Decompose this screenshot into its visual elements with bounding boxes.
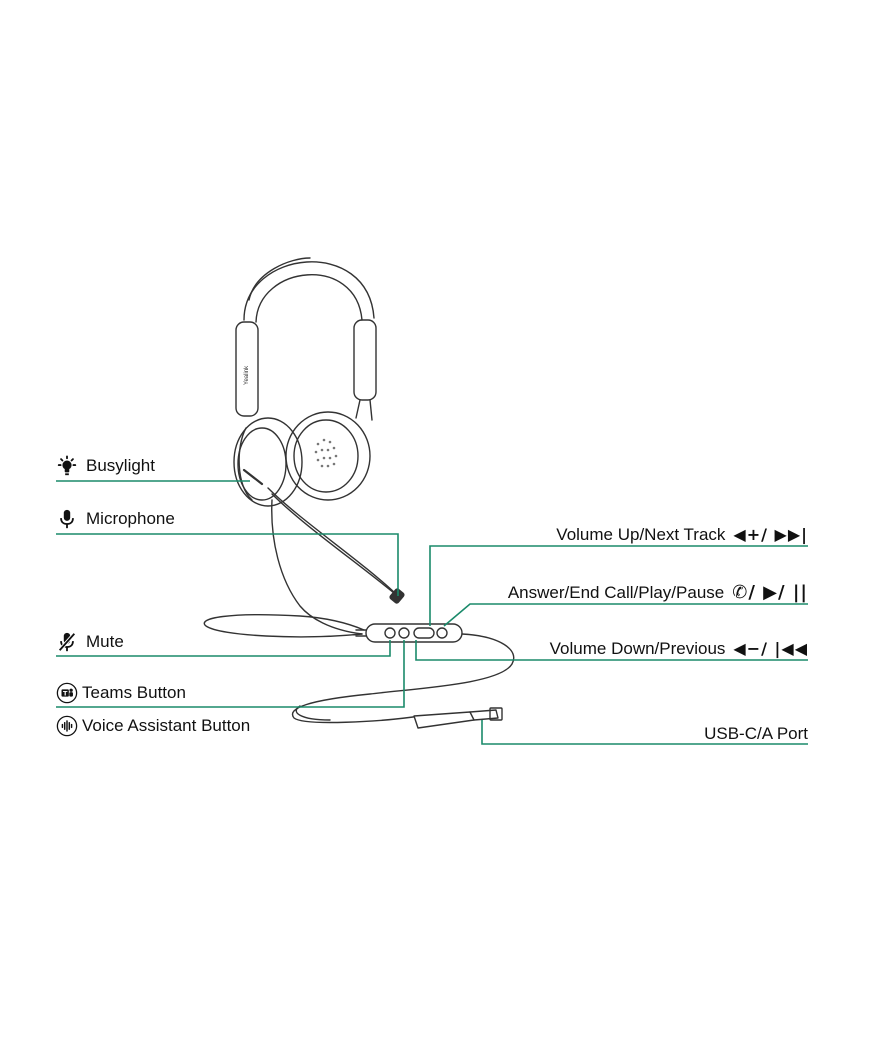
label-voice-text: Voice Assistant Button [82, 716, 251, 735]
speaker-mesh [314, 438, 338, 468]
label-microphone-text: Microphone [86, 509, 175, 528]
lightbulb-icon [56, 455, 78, 477]
headset-illustration [203, 257, 515, 729]
label-microphone: Microphone [56, 508, 175, 530]
label-voice: Voice Assistant Button [56, 715, 250, 737]
label-usb-text: USB-C/A Port [704, 724, 808, 743]
brand-text: Yealink [244, 365, 250, 385]
volume-down-previous-icon: ◀−/ |◀◀ [733, 639, 808, 658]
label-answer: Answer/End Call/Play/Pause ✆/ ▶/ || [508, 583, 808, 603]
label-usb: USB-C/A Port [704, 724, 808, 744]
label-volume-up: Volume Up/Next Track ◀+/ ▶▶| [556, 525, 808, 545]
label-busylight: Busylight [56, 455, 155, 477]
leader-answer [443, 603, 808, 627]
voice-wave-icon [56, 715, 78, 737]
label-mute-text: Mute [86, 632, 124, 651]
leader-usb [481, 720, 808, 745]
label-volume-down: Volume Down/Previous ◀−/ |◀◀ [550, 639, 808, 659]
leader-microphone [56, 533, 399, 596]
microphone-icon [56, 508, 78, 530]
leader-teams [56, 640, 405, 708]
leader-volume-up [429, 545, 808, 626]
volume-up-next-icon: ◀+/ ▶▶| [733, 525, 808, 544]
leader-lines [56, 480, 808, 745]
leader-volume-down [415, 640, 808, 661]
answer-play-pause-icon: ✆/ ▶/ || [732, 582, 808, 603]
label-mute: Mute [56, 631, 124, 653]
microphone-muted-icon [56, 631, 78, 653]
leader-mute [56, 640, 391, 657]
label-volume-up-text: Volume Up/Next Track [556, 525, 726, 544]
label-busylight-text: Busylight [86, 456, 155, 475]
label-answer-text: Answer/End Call/Play/Pause [507, 583, 725, 602]
svg-text:T: T [63, 689, 68, 697]
teams-logo-icon: T [56, 682, 78, 704]
label-teams-text: Teams Button [82, 683, 186, 702]
label-teams: T Teams Button [56, 682, 186, 704]
label-volume-down-text: Volume Down/Previous [549, 639, 726, 658]
